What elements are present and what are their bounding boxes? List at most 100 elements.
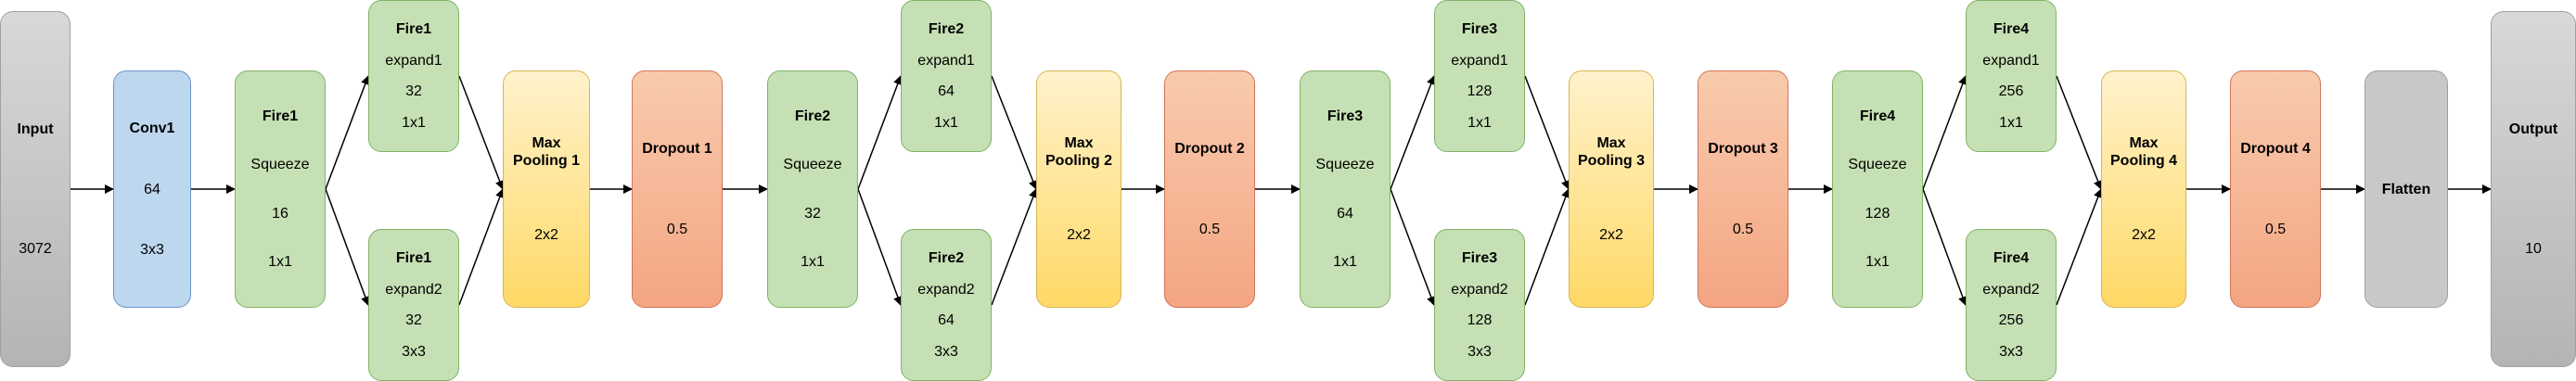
connection-arrows [70, 75, 2492, 306]
node-param: 2x2 [1599, 227, 1623, 244]
node-param: 256 [1998, 83, 2024, 100]
node-title: Max Pooling 4 [2110, 134, 2177, 169]
arrow-fire4-e1-to-pool4 [2056, 75, 2103, 190]
node-title: Dropout 1 [642, 141, 712, 157]
node-param: 64 [938, 312, 955, 329]
node-title: Fire4 [1859, 108, 1896, 125]
node-pool1: Max Pooling 1 2x2 [503, 70, 590, 308]
node-param: expand2 [917, 281, 975, 298]
node-param: 3x3 [1467, 344, 1492, 361]
node-param: 128 [1865, 205, 1890, 222]
node-param: Squeeze [250, 157, 310, 173]
node-drop3: Dropout 3 0.5 [1698, 70, 1788, 308]
node-param: expand2 [1451, 281, 1508, 298]
node-param: 2x2 [534, 227, 558, 244]
node-title: Max Pooling 1 [513, 134, 580, 169]
arrow-fire3-sq-to-fire3-e2 [1390, 188, 1436, 306]
node-param: expand1 [385, 52, 442, 69]
node-param: 2x2 [2132, 227, 2156, 244]
node-param: 256 [1998, 312, 2024, 329]
node-fire1-e2: Fire1 expand2 32 3x3 [368, 229, 459, 381]
node-param: expand2 [385, 281, 442, 298]
node-param: 1x1 [801, 253, 825, 270]
node-param: 32 [405, 312, 422, 329]
node-title: Output [2508, 121, 2558, 137]
node-title: Fire4 [1993, 20, 2030, 37]
node-param: 3x3 [140, 241, 164, 258]
node-drop4: Dropout 4 0.5 [2230, 70, 2321, 308]
node-param: 64 [1337, 205, 1353, 222]
node-fire3-e2: Fire3 expand2 128 3x3 [1434, 229, 1525, 381]
node-param: 64 [144, 181, 160, 197]
node-param: 3x3 [934, 344, 958, 361]
node-param: 128 [1467, 83, 1493, 100]
node-param: 1x1 [934, 115, 958, 132]
arrow-fire1-e1-to-pool1 [458, 75, 505, 190]
node-flatten: Flatten [2365, 70, 2448, 308]
node-fire4-e2: Fire4 expand2 256 3x3 [1966, 229, 2057, 381]
arrow-fire2-sq-to-fire2-e1 [857, 75, 903, 190]
node-param: 3x3 [1999, 344, 2023, 361]
node-param: 0.5 [2264, 222, 2287, 237]
node-pool3: Max Pooling 3 2x2 [1569, 70, 1654, 308]
arrow-fire4-e2-to-pool4 [2056, 188, 2103, 306]
arrow-fire4-sq-to-fire4-e2 [1922, 188, 1967, 306]
node-title: Dropout 3 [1708, 141, 1778, 157]
node-param: 2x2 [1067, 227, 1091, 244]
node-param: Squeeze [783, 157, 842, 173]
node-param: expand1 [1451, 52, 1508, 69]
node-param: 1x1 [1865, 253, 1890, 270]
node-param: 1x1 [402, 115, 426, 132]
node-param: 16 [272, 205, 288, 222]
arrow-fire1-sq-to-fire1-e1 [325, 75, 370, 190]
arrow-fire2-e1-to-pool2 [991, 75, 1038, 190]
node-param: expand1 [1982, 52, 2040, 69]
node-param: 32 [405, 83, 422, 100]
node-pool4: Max Pooling 4 2x2 [2101, 70, 2186, 308]
node-title: Fire3 [1461, 20, 1498, 37]
node-title: Max Pooling 3 [1578, 134, 1645, 169]
node-title: Fire1 [395, 249, 432, 266]
node-param: expand2 [1982, 281, 2040, 298]
node-title: Dropout 2 [1174, 141, 1245, 157]
node-title: Fire4 [1993, 249, 2030, 266]
node-title: Input [17, 121, 54, 137]
arrow-fire4-sq-to-fire4-e1 [1922, 75, 1967, 190]
node-param: 3x3 [402, 344, 426, 361]
node-param: 1x1 [268, 253, 292, 270]
arrow-fire3-sq-to-fire3-e1 [1390, 75, 1436, 190]
node-param: Squeeze [1848, 157, 1907, 173]
arrow-fire3-e2-to-pool3 [1524, 188, 1570, 306]
node-param: expand1 [917, 52, 975, 69]
arrow-fire3-e1-to-pool3 [1524, 75, 1570, 190]
node-title: Fire1 [262, 108, 299, 125]
arrow-fire1-e2-to-pool1 [458, 188, 505, 306]
arrow-fire1-sq-to-fire1-e2 [325, 188, 370, 306]
node-param: 1x1 [1333, 253, 1357, 270]
node-title: Dropout 4 [2240, 141, 2311, 157]
node-param: 128 [1467, 312, 1493, 329]
node-param: 0.5 [1732, 222, 1754, 237]
arrow-fire2-sq-to-fire2-e2 [857, 188, 903, 306]
node-title: Fire3 [1326, 108, 1364, 125]
node-drop2: Dropout 2 0.5 [1164, 70, 1255, 308]
arrow-fire2-e2-to-pool2 [991, 188, 1038, 306]
node-title: Flatten [2381, 181, 2431, 197]
node-title: Max Pooling 2 [1045, 134, 1112, 169]
node-title: Fire3 [1461, 249, 1498, 266]
node-param: 0.5 [1198, 222, 1221, 237]
node-title: Fire2 [928, 20, 965, 37]
